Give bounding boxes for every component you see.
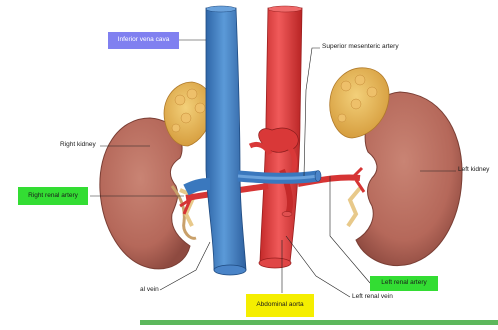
inferior-vena-cava <box>206 6 246 275</box>
label-superior-mesenteric-artery: Superior mesenteric artery <box>322 44 399 51</box>
label-left-renal-vein: Left renal vein <box>352 294 393 301</box>
right-renal-vein <box>186 184 210 190</box>
right-adrenal-gland <box>164 82 212 146</box>
label-right-kidney: Right kidney <box>60 142 96 149</box>
bottom-green-bar <box>140 320 498 325</box>
label-right-renal-artery: Right renal artery <box>18 187 88 205</box>
label-left-renal-artery: Left renal artery <box>370 276 438 291</box>
label-inferior-vena-cava: Inferior vena cava <box>108 32 179 49</box>
label-abdominal-aorta: Abdominal aorta <box>246 294 314 317</box>
label-right-renal-vein: al vein <box>140 287 159 294</box>
label-left-kidney: Left kidney <box>458 167 489 174</box>
